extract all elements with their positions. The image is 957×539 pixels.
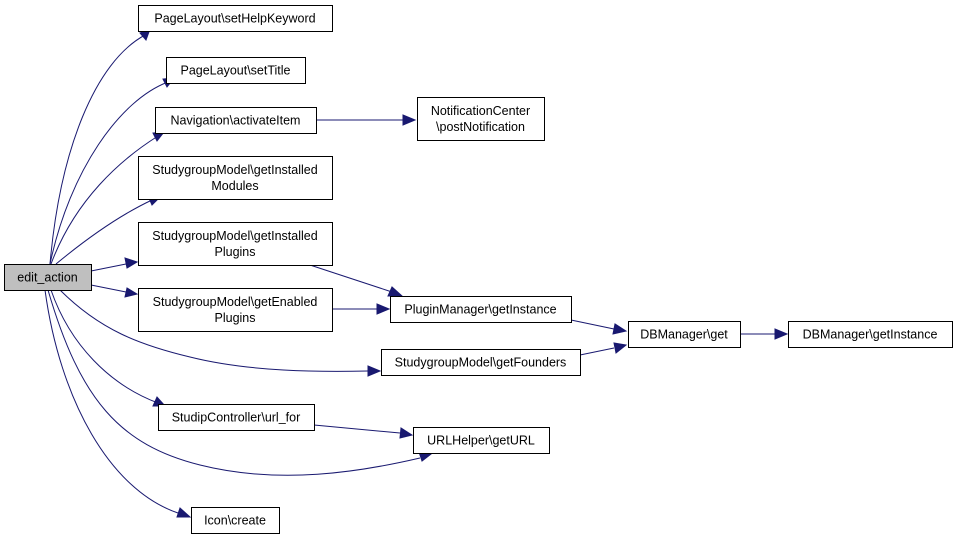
edge-db-get-to-db-get-instance bbox=[740, 328, 789, 340]
node-box bbox=[417, 97, 545, 141]
edge-line bbox=[313, 424, 401, 434]
node-label: Modules bbox=[211, 179, 258, 193]
node-post-notification[interactable]: NotificationCenter \postNotification bbox=[417, 97, 545, 141]
node-label: DBManager\getInstance bbox=[803, 328, 938, 342]
node-set-help-keyword[interactable]: PageLayout\setHelpKeyword bbox=[138, 5, 333, 32]
edge-line bbox=[59, 289, 369, 372]
arrowhead bbox=[124, 257, 139, 269]
node-label: NotificationCenter bbox=[431, 104, 530, 118]
edge-line bbox=[90, 263, 127, 272]
edge-edit-action-to-icon-create bbox=[44, 289, 192, 518]
node-get-founders[interactable]: StudygroupModel\getFounders bbox=[381, 349, 581, 376]
node-box bbox=[166, 57, 306, 84]
node-db-get[interactable]: DBManager\get bbox=[628, 321, 741, 348]
node-box bbox=[158, 404, 315, 431]
edge-pm-get-instance-to-db-get bbox=[570, 319, 628, 335]
edge-line bbox=[50, 289, 159, 404]
arrowhead bbox=[367, 365, 382, 377]
node-label: edit_action bbox=[17, 271, 78, 285]
node-label: PluginManager\getInstance bbox=[404, 303, 556, 317]
node-label: StudygroupModel\getInstalled bbox=[152, 229, 317, 243]
node-label: Navigation\activateItem bbox=[171, 114, 301, 128]
node-pm-get-instance[interactable]: PluginManager\getInstance bbox=[390, 296, 572, 323]
node-get-url[interactable]: URLHelper\getURL bbox=[413, 427, 550, 454]
node-db-get-instance[interactable]: DBManager\getInstance bbox=[788, 321, 953, 348]
node-box bbox=[4, 264, 92, 291]
edge-edit-action-to-get-installed-plugins bbox=[90, 257, 139, 272]
node-label: Icon\create bbox=[204, 514, 266, 528]
edge-edit-action-to-get-founders bbox=[59, 289, 382, 377]
edge-line bbox=[44, 289, 179, 514]
node-label: PageLayout\setTitle bbox=[180, 64, 290, 78]
edge-get-enabled-plugins-to-pm-get-instance bbox=[332, 303, 391, 315]
arrowhead bbox=[399, 427, 414, 439]
node-activate-item[interactable]: Navigation\activateItem bbox=[155, 107, 317, 134]
node-box bbox=[381, 349, 581, 376]
edge-line bbox=[50, 135, 159, 265]
node-set-title[interactable]: PageLayout\setTitle bbox=[166, 57, 306, 84]
edge-url-for-to-get-url bbox=[313, 424, 414, 439]
node-box bbox=[138, 222, 333, 266]
edge-line bbox=[49, 34, 146, 265]
node-icon-create[interactable]: Icon\create bbox=[191, 507, 280, 534]
edge-edit-action-to-set-help-keyword bbox=[49, 28, 151, 265]
node-box bbox=[155, 107, 317, 134]
edge-activate-item-to-post-notification bbox=[316, 114, 417, 126]
node-box bbox=[138, 156, 333, 200]
edge-line bbox=[309, 264, 393, 293]
edge-line bbox=[579, 347, 615, 356]
node-label: StudygroupModel\getInstalled bbox=[152, 163, 317, 177]
node-box bbox=[138, 5, 333, 32]
node-label: StudygroupModel\getEnabled bbox=[153, 295, 318, 309]
arrowhead bbox=[612, 323, 628, 335]
node-label: StudygroupModel\getFounders bbox=[395, 356, 567, 370]
arrowhead bbox=[774, 328, 789, 340]
arrowhead bbox=[613, 342, 628, 354]
edge-edit-action-to-get-enabled-plugins bbox=[90, 284, 139, 298]
node-box bbox=[191, 507, 280, 534]
arrowhead bbox=[387, 286, 404, 297]
node-box bbox=[390, 296, 572, 323]
node-label: DBManager\get bbox=[640, 328, 728, 342]
edge-line bbox=[55, 199, 153, 265]
node-box bbox=[413, 427, 550, 454]
node-box bbox=[628, 321, 741, 348]
edge-line bbox=[47, 289, 421, 476]
edge-get-founders-to-db-get bbox=[579, 342, 628, 356]
edge-line bbox=[570, 319, 615, 330]
node-label: Plugins bbox=[215, 311, 256, 325]
edge-line bbox=[49, 81, 169, 265]
arrowhead bbox=[376, 303, 391, 315]
edge-line bbox=[90, 284, 127, 293]
arrowhead bbox=[176, 507, 192, 518]
node-label: PageLayout\setHelpKeyword bbox=[154, 12, 315, 26]
node-label: \postNotification bbox=[436, 120, 525, 134]
node-box bbox=[138, 288, 333, 332]
node-label: Plugins bbox=[215, 245, 256, 259]
node-edit-action[interactable]: edit_action bbox=[4, 264, 92, 291]
node-box bbox=[788, 321, 953, 348]
node-url-for[interactable]: StudipController\url_for bbox=[158, 404, 315, 431]
arrowhead bbox=[402, 114, 417, 126]
node-label: URLHelper\getURL bbox=[427, 434, 535, 448]
arrowhead bbox=[124, 287, 139, 298]
node-label: StudipController\url_for bbox=[172, 411, 301, 425]
nodes-layer: edit_action PageLayout\setHelpKeywordPage… bbox=[4, 5, 953, 534]
